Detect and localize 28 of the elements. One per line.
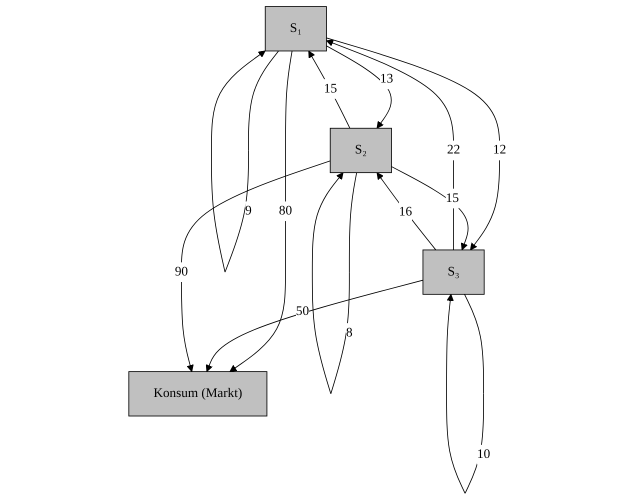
- arrow: [376, 172, 436, 250]
- edge-label: 15: [445, 191, 458, 206]
- arrow: [205, 280, 423, 372]
- edge-label: 16: [398, 204, 412, 219]
- edge-label: 8: [346, 326, 352, 340]
- edge-label: 80: [278, 204, 292, 218]
- edge-label: 10: [476, 447, 490, 462]
- arrow: [326, 38, 500, 250]
- edge-label: 12: [492, 143, 506, 158]
- node-box: Konsum (Markt): [128, 371, 267, 416]
- node-box: S₁: [264, 6, 326, 52]
- arrow: [311, 172, 357, 394]
- arrow: [180, 160, 330, 372]
- edge-label: 15: [323, 82, 337, 96]
- edge-label: 50: [295, 304, 309, 318]
- arrow: [229, 50, 292, 372]
- node-box: S₂: [329, 128, 392, 174]
- arrow: [326, 45, 392, 129]
- arrow: [210, 50, 278, 272]
- arrow: [390, 166, 468, 250]
- arrow: [308, 50, 350, 129]
- edge-label: 22: [446, 143, 460, 158]
- edge-label: 90: [174, 264, 188, 279]
- arrow: [446, 294, 484, 494]
- node-box: S₃: [422, 250, 484, 295]
- edge-label: 13: [379, 72, 393, 86]
- edge-label: 9: [244, 204, 252, 218]
- arrow: [326, 40, 454, 250]
